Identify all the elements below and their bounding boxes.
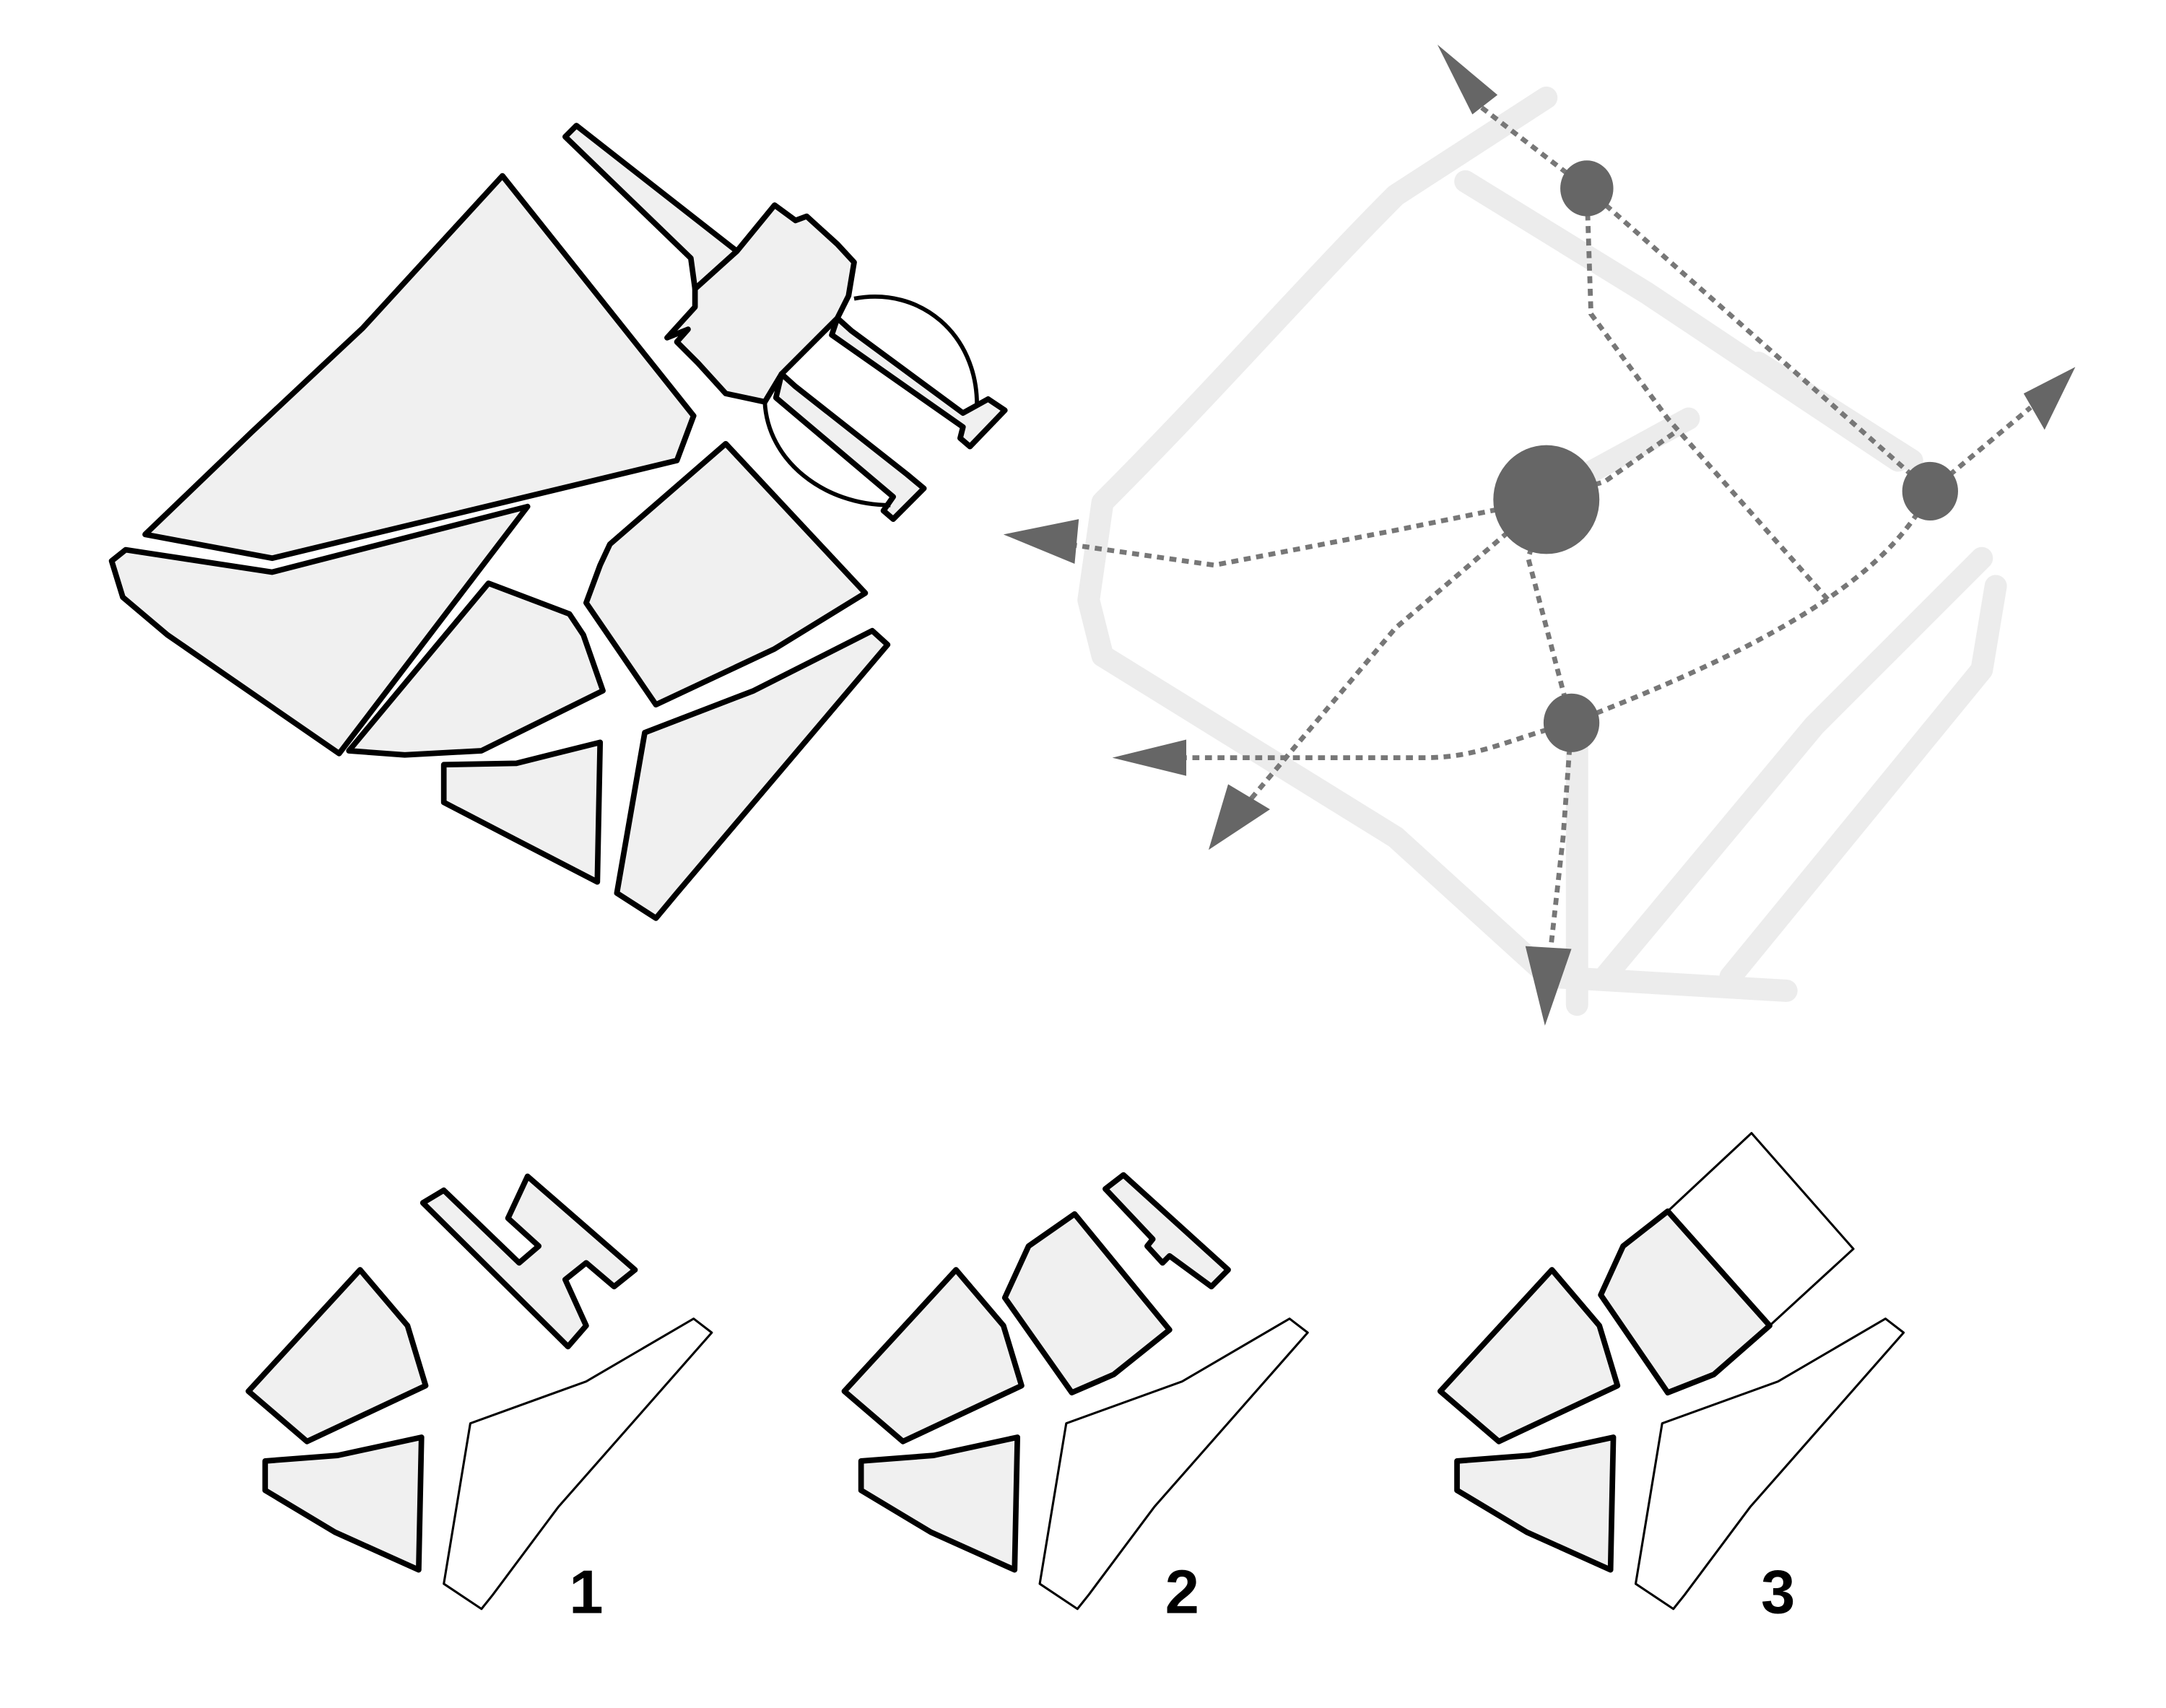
arrow-northeast-icon (2023, 367, 2076, 430)
block-central-west (346, 580, 606, 758)
phase-label: 3 (1761, 1559, 1795, 1627)
block-a (245, 1267, 429, 1445)
phase-label: 2 (1165, 1559, 1199, 1627)
arc-courtyard-south (762, 401, 891, 507)
block-central-north (583, 440, 869, 708)
block-b (1454, 1434, 1617, 1573)
road-east (1593, 546, 1993, 988)
path-center-to-sw (1240, 497, 1548, 811)
block-large-kite (142, 173, 697, 562)
phase-3: 3 (1437, 1132, 1905, 1627)
building-h (419, 1173, 638, 1350)
path-east-to-ne (1928, 405, 2032, 494)
node-north (1560, 160, 1614, 217)
road-stub (1747, 352, 1923, 472)
phase-1: 1 (245, 1173, 713, 1627)
site-plan (108, 123, 1008, 921)
road-west (1077, 86, 1798, 1002)
block-south-triangle (440, 739, 604, 885)
block-c (1634, 1317, 1905, 1611)
phase-2: 2 (841, 1172, 1309, 1627)
building-strip (1102, 1172, 1231, 1290)
block-c (1038, 1317, 1309, 1611)
path-center-to-west (1067, 497, 1547, 568)
building-main (664, 202, 857, 405)
block-a (1437, 1267, 1621, 1445)
node-south (1543, 693, 1600, 752)
arrow-west-icon (1003, 519, 1079, 564)
building-wing-north (829, 315, 1008, 450)
block-b (262, 1434, 425, 1573)
circulation-network (1003, 44, 2076, 1026)
phase-label: 1 (569, 1559, 603, 1627)
block-west-strip (108, 503, 531, 757)
node-east (1902, 461, 1958, 521)
path-south-to-west (1172, 720, 1573, 761)
path-north-to-east (1585, 186, 1932, 493)
arrow-southwest-icon (1208, 784, 1271, 850)
arc-courtyard-north (853, 295, 979, 405)
block-d (1598, 1208, 1773, 1395)
road-east2 (1719, 575, 2007, 988)
block-a (841, 1267, 1025, 1445)
block-south-long (614, 627, 891, 921)
path-north-spine (1584, 188, 1830, 602)
block-c (443, 1317, 713, 1611)
building-wing-south (773, 371, 927, 522)
path-east-to-south (1570, 489, 1933, 726)
path-south-to-bottom (1547, 723, 1574, 964)
block-d (1001, 1211, 1173, 1395)
path-center-to-spine (1545, 430, 1676, 502)
arrow-south-icon (1525, 946, 1572, 1026)
arrow-northwest-icon (1437, 44, 1498, 115)
block-b (858, 1434, 1021, 1573)
block-ne-strip (562, 123, 740, 292)
arrow-west-lower-icon (1112, 739, 1187, 776)
node-central-large (1493, 445, 1600, 554)
